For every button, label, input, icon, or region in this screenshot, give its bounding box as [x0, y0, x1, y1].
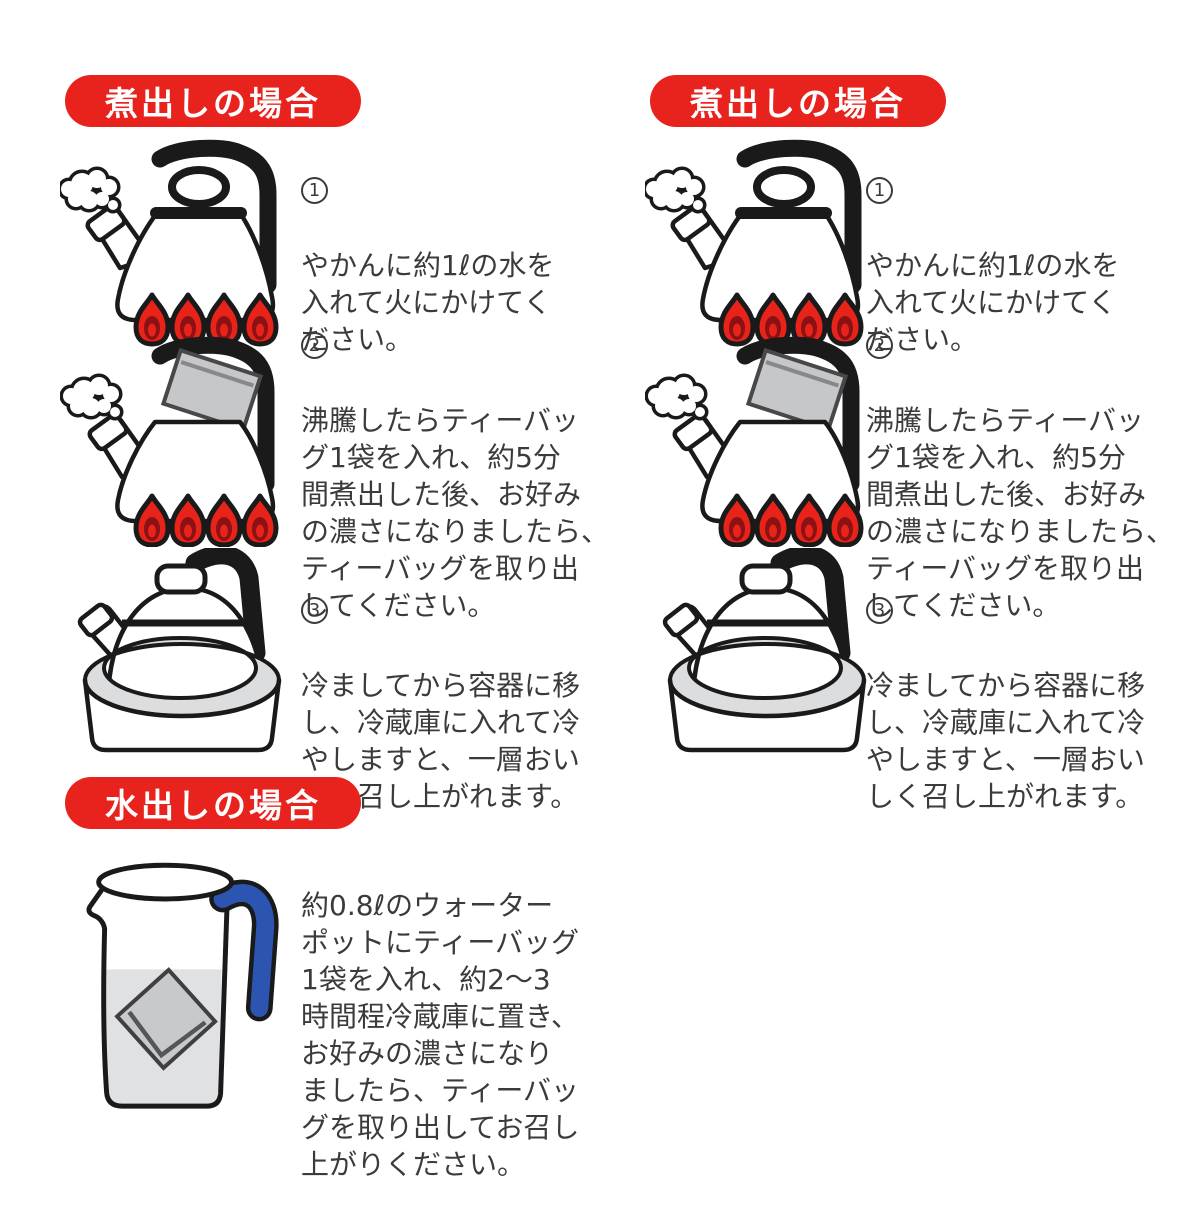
- kettle-boiling-icon: [645, 133, 885, 348]
- step-3-number: 3: [866, 597, 893, 624]
- step-2: 2 沸騰したらティーバッ グ1袋を入れ、約5分 間煮出した後、お好み の濃さにな…: [301, 295, 609, 661]
- step-1: 1 やかんに約1ℓの水を 入れて火にかけてく ださい。: [866, 140, 1174, 395]
- cold-section-banner: 水出しの場合: [65, 777, 361, 829]
- boil-column-left: 煮出しの場合 1 やかんに約1ℓの水を 入れて火にかけてく ださい。 2 沸騰し…: [0, 0, 609, 1200]
- water-pitcher-icon: [62, 856, 290, 1161]
- boil-column-right: 煮出しの場合 1 やかんに約1ℓの水を 入れて火にかけてく ださい。 2 沸騰し…: [585, 0, 1185, 1200]
- boil-section-banner: 煮出しの場合: [650, 75, 946, 127]
- step-3: 3 冷ましてから容器に移 し、冷蔵庫に入れて冷 やしますと、一層おい しく召し上…: [866, 560, 1174, 852]
- cold-section-text-block: 約0.8ℓのウォーター ポットにティーバッグ 1袋を入れ、約2～3 時間程冷蔵庫…: [301, 850, 613, 1220]
- step-1-text: やかんに約1ℓの水を 入れて火にかけてく ださい。: [301, 249, 555, 356]
- cold-section-title: 水出しの場合: [105, 786, 321, 825]
- cold-section-text: 約0.8ℓのウォーター ポットにティーバッグ 1袋を入れ、約2～3 時間程冷蔵庫…: [301, 889, 580, 1181]
- kettle-boiling-icon: [60, 133, 300, 348]
- kettle-teabag-icon: [60, 332, 300, 547]
- step-2: 2 沸騰したらティーバッ グ1袋を入れ、約5分 間煮出した後、お好み の濃さにな…: [866, 295, 1174, 661]
- boil-section-title: 煮出しの場合: [690, 84, 906, 123]
- step-2-text: 沸騰したらティーバッ グ1袋を入れ、約5分 間煮出した後、お好み の濃さになりま…: [866, 404, 1175, 622]
- step-2-number: 2: [301, 332, 328, 359]
- boil-section-title: 煮出しの場合: [105, 84, 321, 123]
- step-1-number: 1: [866, 177, 893, 204]
- step-1: 1 やかんに約1ℓの水を 入れて火にかけてく ださい。: [301, 140, 609, 395]
- step-1-number: 1: [301, 177, 328, 204]
- step-2-text: 沸騰したらティーバッ グ1袋を入れ、約5分 間煮出した後、お好み の濃さになりま…: [301, 404, 610, 622]
- kettle-cooling-icon: [645, 548, 885, 768]
- kettle-teabag-icon: [645, 332, 885, 547]
- boil-section-banner: 煮出しの場合: [65, 75, 361, 127]
- step-3-text: 冷ましてから容器に移 し、冷蔵庫に入れて冷 やしますと、一層おい しく召し上がれ…: [866, 669, 1146, 813]
- step-2-number: 2: [866, 332, 893, 359]
- step-3-number: 3: [301, 597, 328, 624]
- step-1-text: やかんに約1ℓの水を 入れて火にかけてく ださい。: [866, 249, 1120, 356]
- kettle-cooling-icon: [60, 548, 300, 768]
